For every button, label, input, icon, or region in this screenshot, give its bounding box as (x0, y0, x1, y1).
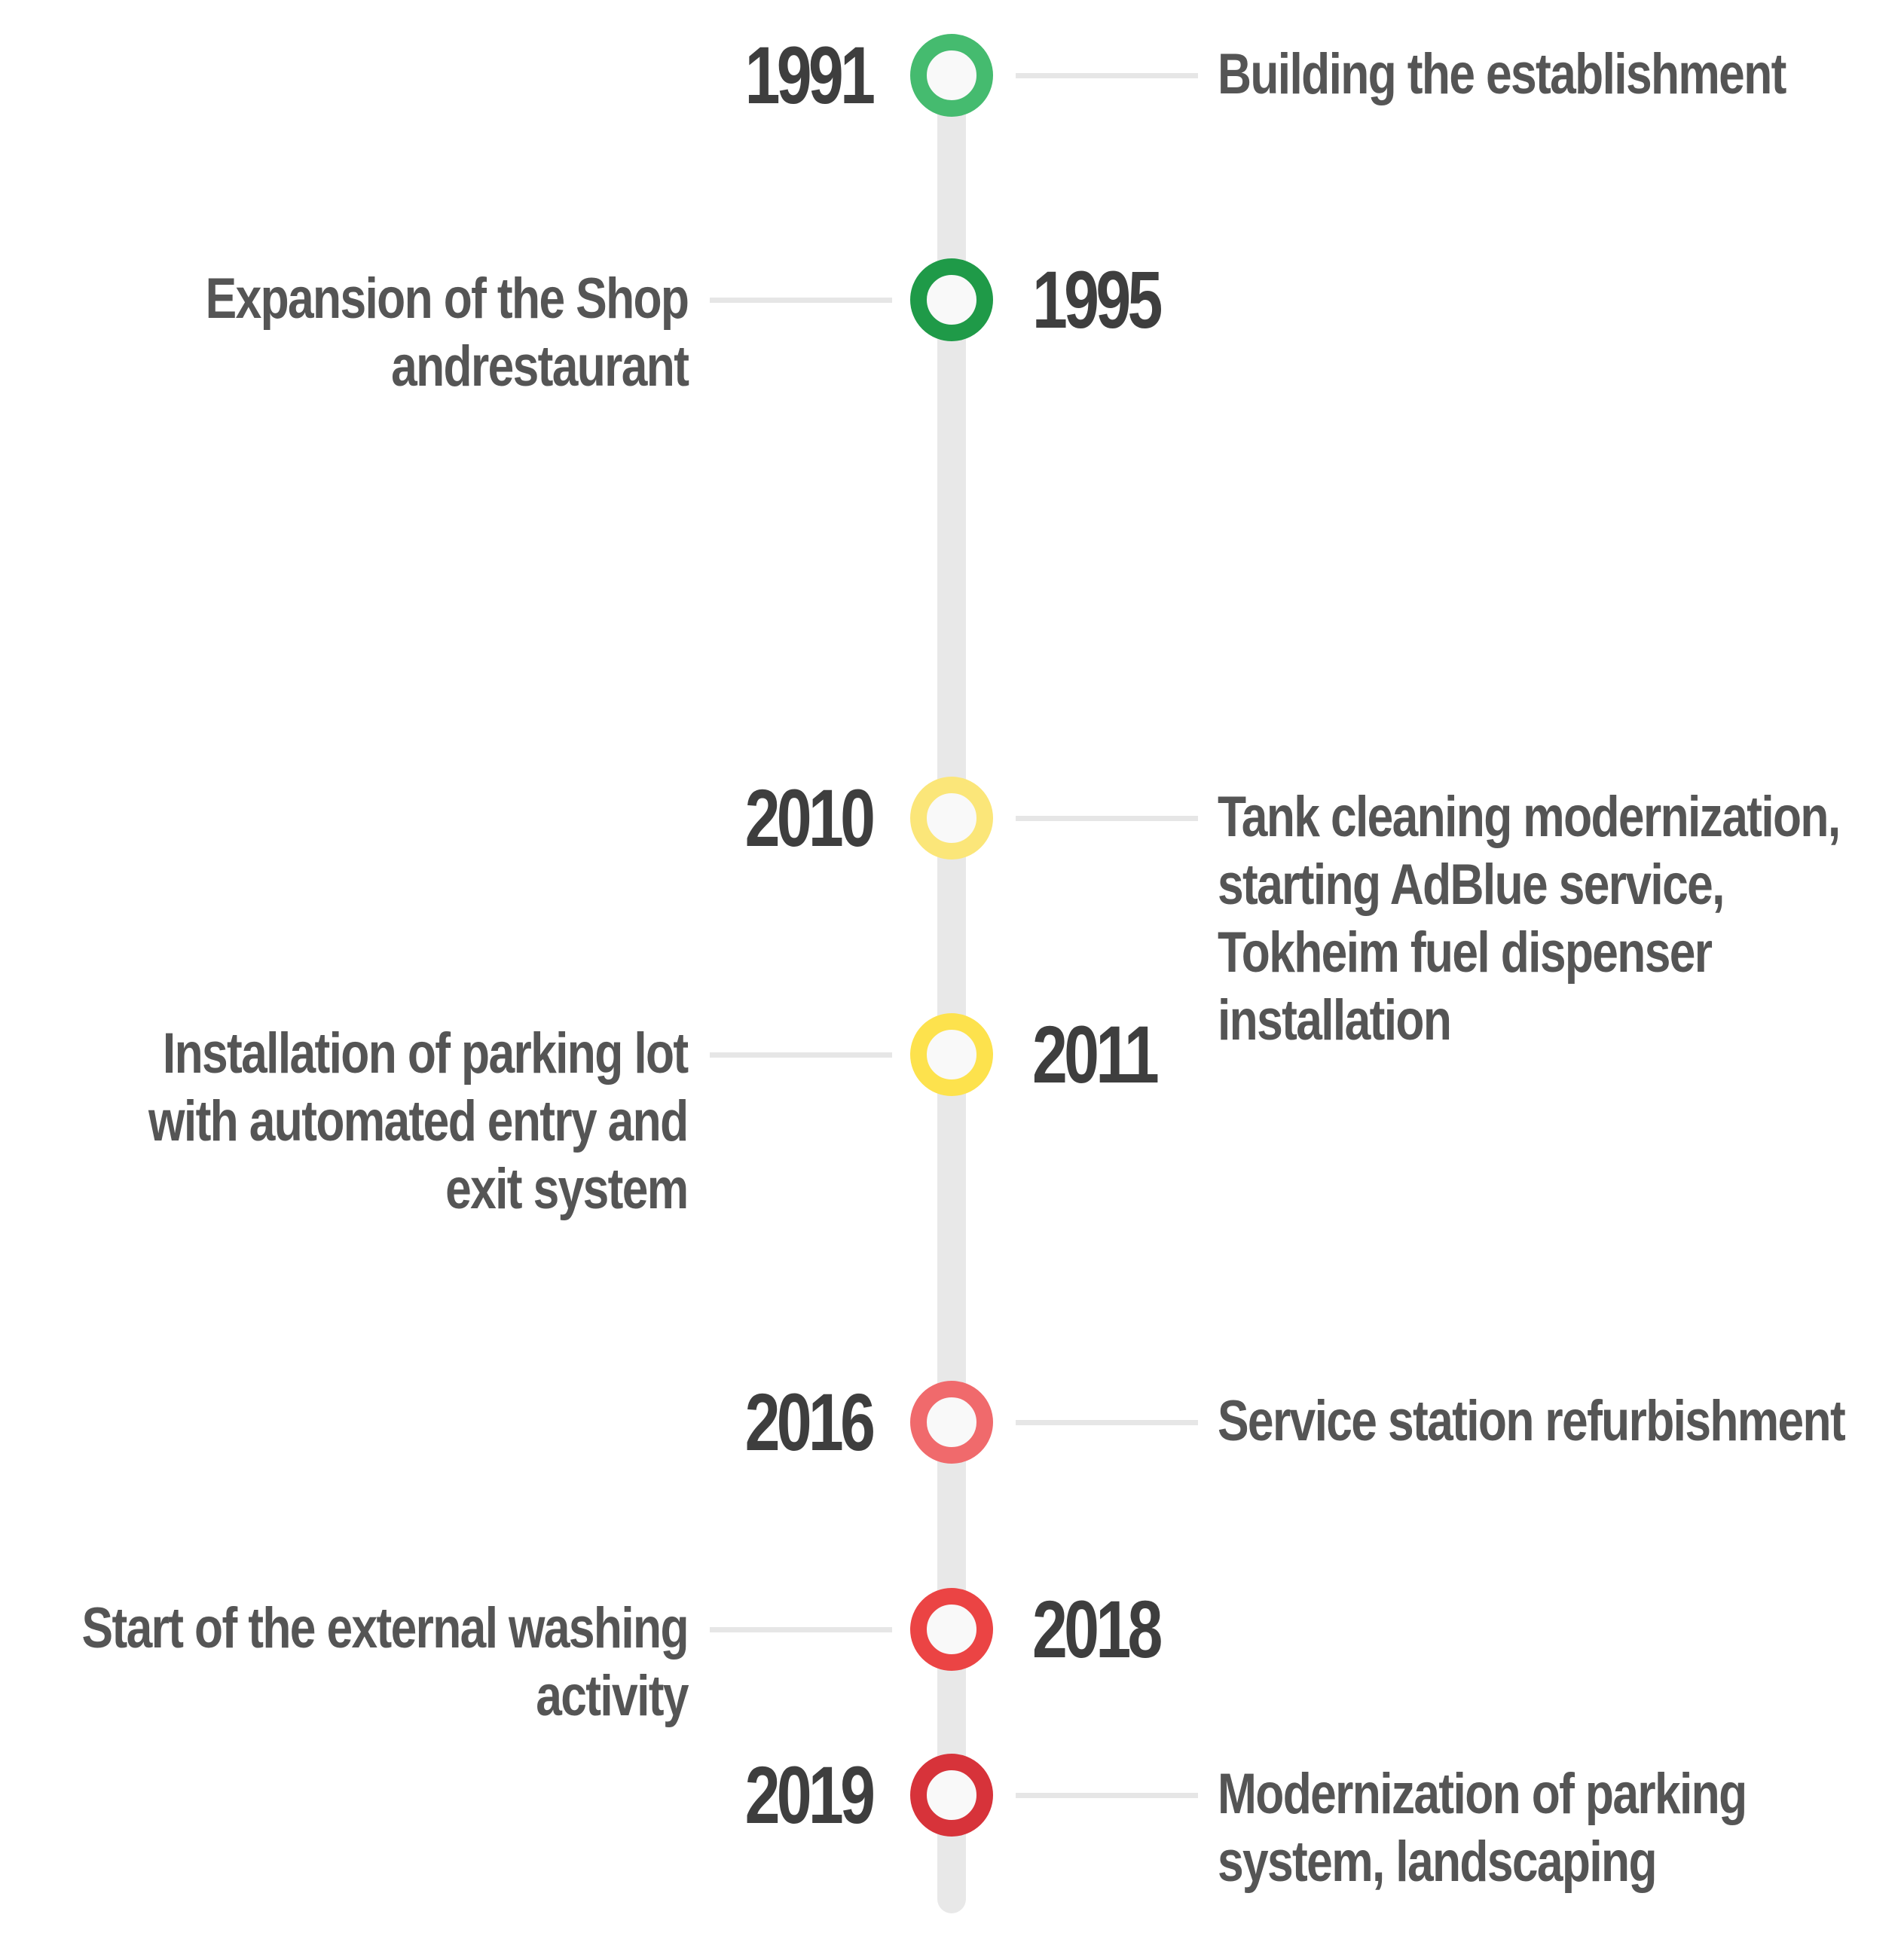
event-description: Installation of parking lot with automat… (148, 1021, 689, 1221)
event-year: 1995 (1032, 254, 1163, 345)
event-connector (710, 1627, 892, 1632)
event-description: Service station refurbishment (1218, 1389, 1846, 1453)
event-description: Tank cleaning modernization, starting Ad… (1218, 785, 1841, 1052)
event-connector (710, 298, 892, 303)
event-description: Modernization of parking system, landsca… (1218, 1762, 1747, 1894)
event-year: 2010 (744, 772, 875, 863)
event-connector (1016, 1793, 1198, 1798)
event-node-icon (910, 777, 993, 860)
event-node-icon (910, 34, 993, 117)
event-description: Expansion of the Shop andrestaurant (205, 267, 689, 398)
event-connector (1016, 73, 1198, 78)
event-description: Start of the external washing activity (81, 1596, 689, 1728)
event-node-icon (910, 258, 993, 341)
event-year: 2011 (1032, 1009, 1160, 1100)
event-year: 2019 (744, 1749, 875, 1840)
event-node-icon (910, 1588, 993, 1671)
event-connector (710, 1052, 892, 1058)
event-year: 1991 (744, 29, 875, 121)
event-node-icon (910, 1381, 993, 1464)
event-year: 2018 (1032, 1583, 1163, 1675)
event-description: Building the establishment (1218, 42, 1786, 106)
event-node-icon (910, 1754, 993, 1837)
event-node-icon (910, 1013, 993, 1096)
event-connector (1016, 1420, 1198, 1425)
event-year: 2016 (744, 1376, 875, 1467)
event-connector (1016, 816, 1198, 821)
